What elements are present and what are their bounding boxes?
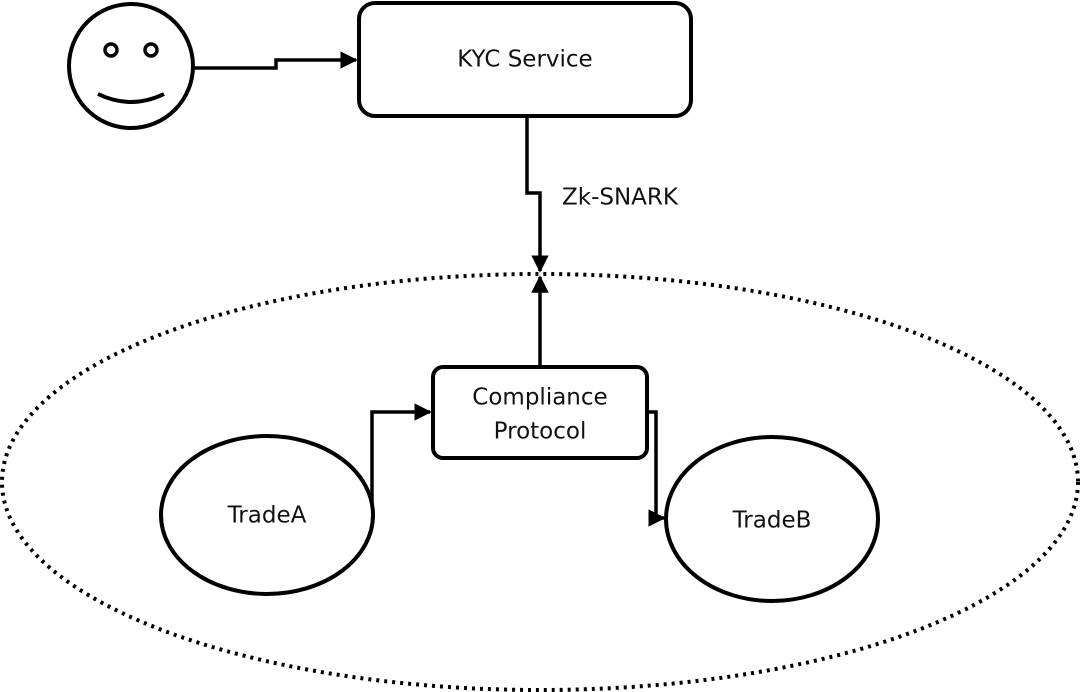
boundary-ellipse	[0, 272, 1080, 692]
tradeb-node: TradeB	[664, 435, 880, 603]
tradea-node: TradeA	[159, 434, 375, 596]
kyc-service-node: KYC Service	[357, 1, 693, 118]
connector-compliance-to-tradeb	[648, 410, 666, 527]
compliance-label-line1: Compliance	[472, 385, 607, 411]
smiley-face-icon	[67, 2, 195, 130]
kyc-service-label: KYC Service	[457, 47, 592, 73]
connector-user-to-kyc	[193, 51, 358, 70]
compliance-label-line2: Protocol	[494, 419, 587, 445]
zk-snark-label: Zk-SNARK	[562, 185, 679, 211]
connector-tradea-to-compliance	[370, 403, 432, 512]
connector-kyc-to-boundary	[525, 117, 549, 273]
tradeb-label: TradeB	[732, 508, 812, 534]
compliance-protocol-node: Compliance Protocol	[431, 365, 649, 460]
tradea-label: TradeA	[227, 503, 307, 529]
